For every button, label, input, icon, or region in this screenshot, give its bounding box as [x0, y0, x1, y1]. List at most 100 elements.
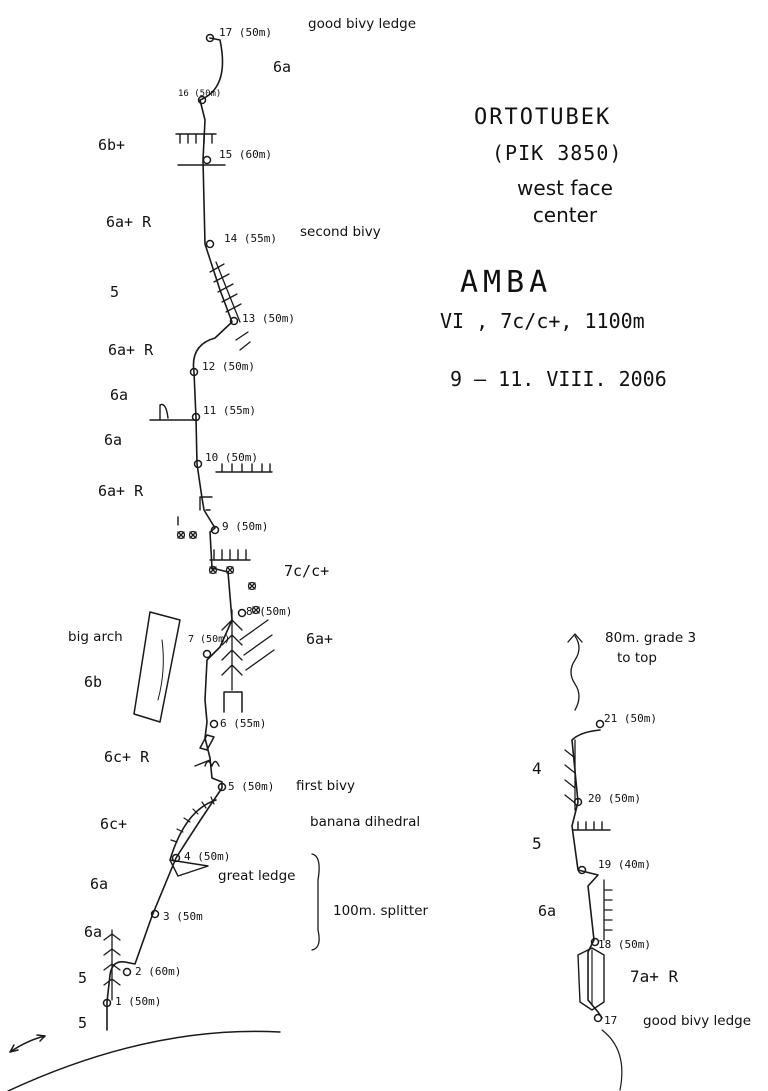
banana-dihedral-label: banana dihedral [310, 814, 420, 830]
roof-15-icon [175, 133, 217, 144]
belay-label: 1 (50m) [115, 995, 161, 1008]
grade-label: 5 [78, 969, 87, 987]
belay-8-icon [237, 608, 247, 618]
belay-label: 17 [604, 1014, 617, 1027]
belay-20-icon [573, 797, 583, 807]
face-name: west face [517, 176, 613, 200]
belay-1-icon [102, 998, 112, 1008]
belay-label: 15 (60m) [219, 148, 272, 161]
belay-label: 20 (50m) [588, 792, 641, 805]
roof-symbols [149, 133, 611, 831]
splitter-label: 100m. splitter [333, 903, 428, 919]
crack-1-icon [103, 929, 121, 1001]
flake-6-icon [199, 734, 215, 751]
grade-label: 6a [538, 902, 556, 920]
belay-label: 10 (50m) [205, 451, 258, 464]
belay-label: 11 (55m) [203, 404, 256, 417]
banana-dihedral-line [169, 799, 217, 861]
grade-label: 6a+ R [108, 341, 154, 359]
belay-label: 13 (50m) [242, 312, 295, 325]
block-6-icon [223, 691, 243, 713]
feature-labels: big arch banana dihedral 100m. splitter [68, 629, 428, 919]
big-arch-icon [133, 611, 181, 723]
belay-3-icon [150, 909, 160, 919]
roof-9-icon [209, 549, 251, 561]
belay-note: good bivy ledge [308, 16, 416, 32]
route-grade: VI , 7c/c+, 1100m [440, 309, 645, 333]
ground-line [7, 1030, 281, 1091]
belay-label: 18 (50m) [598, 938, 651, 951]
belay-7-icon [202, 649, 212, 659]
belay-label: 8 (50m) [246, 605, 292, 618]
belay-note: good bivy ledge [643, 1013, 751, 1029]
main-route-line [102, 33, 247, 1031]
belay-label: 12 (50m) [202, 360, 255, 373]
grade-label: 6a+ R [98, 482, 144, 500]
main-belay-notes: good bivy ledge second bivy first bivy g… [218, 16, 416, 884]
belay-14-icon [205, 239, 215, 249]
belay-label: 4 (50m) [184, 850, 230, 863]
belay-10-icon [193, 459, 203, 469]
bolt-symbols [176, 530, 261, 615]
approach-arrow-heads [9, 1034, 46, 1053]
dihedral-14-icon [209, 261, 251, 351]
roof-20-icon [572, 821, 611, 831]
belay-19-icon [577, 865, 587, 875]
grade-label: 6a+ R [106, 213, 152, 231]
big-arch-label: big arch [68, 629, 123, 645]
route-name: AMBA [460, 265, 552, 300]
right-line-labels: 80m. grade 3 to top 21 (50m) 20 (50m) 19… [532, 630, 751, 1029]
grade-label: 7a+ R [630, 967, 679, 986]
belay-label: 7 (50m) [188, 634, 230, 645]
belay-label: 5 (50m) [228, 780, 274, 793]
route-dates: 9 – 11. VIII. 2006 [450, 367, 667, 391]
belay-label: 16 (50m) [178, 89, 221, 99]
belay-label: 6 (55m) [220, 717, 266, 730]
belay-note: great ledge [218, 868, 296, 884]
grade-label: 6b+ [98, 136, 125, 154]
grade-label: 6a [110, 386, 128, 404]
route-info: AMBA VI , 7c/c+, 1100m 9 – 11. VIII. 200… [440, 265, 667, 391]
grade-label: 6a+ [306, 630, 333, 648]
belay-6-icon [209, 719, 219, 729]
belay-12-icon [189, 367, 199, 377]
grade-label: 7c/c+ [284, 562, 329, 580]
belay-note: second bivy [300, 224, 381, 240]
belay-17b-icon [593, 1013, 603, 1023]
splitter-bracket [311, 853, 320, 951]
descent-line [601, 1029, 623, 1091]
mountain-name: ORTOTUBEK [474, 105, 611, 130]
to-top-arrow-icon [567, 633, 583, 643]
belay-17-icon [205, 33, 215, 43]
grade-label: 4 [532, 759, 542, 778]
belay-13-icon [229, 316, 239, 326]
to-top-note: 80m. grade 3 [605, 630, 696, 646]
grade-label: 5 [110, 283, 119, 301]
approach-arrow [9, 1035, 46, 1053]
corner-18-icon [577, 947, 605, 1011]
great-ledge-icon [169, 859, 209, 877]
belay-label: 3 (50m [163, 910, 203, 923]
belay-label: 19 (40m) [598, 858, 651, 871]
main-grades: 6a 6b+ 6a+ R 5 6a+ R 6a 6a 6a+ R 7c/c+ 6… [78, 58, 333, 1032]
belay-2-icon [122, 967, 132, 977]
belay-16-icon [197, 95, 207, 105]
belay-note: first bivy [296, 778, 355, 794]
to-top-note-2: to top [617, 650, 657, 666]
face-part: center [533, 203, 598, 227]
grade-label: 5 [78, 1014, 87, 1032]
roof-10-icon [215, 463, 273, 473]
grade-label: 6a [104, 431, 122, 449]
main-belay-labels: 17 (50m) 16 (50m) 15 (60m) 14 (55m) 13 (… [115, 26, 295, 1008]
belay-label: 21 (50m) [604, 712, 657, 725]
belay-5-icon [217, 782, 227, 792]
belay-label: 2 (60m) [135, 965, 181, 978]
belay-label: 14 (55m) [224, 232, 277, 245]
wavy-line-to-top [570, 635, 580, 711]
belay-15-icon [202, 155, 212, 165]
flake-11-icon [159, 403, 169, 421]
belay-label: 9 (50m) [222, 520, 268, 533]
dihedral-symbols [103, 261, 613, 1001]
dihedral-7-icon [221, 609, 243, 691]
